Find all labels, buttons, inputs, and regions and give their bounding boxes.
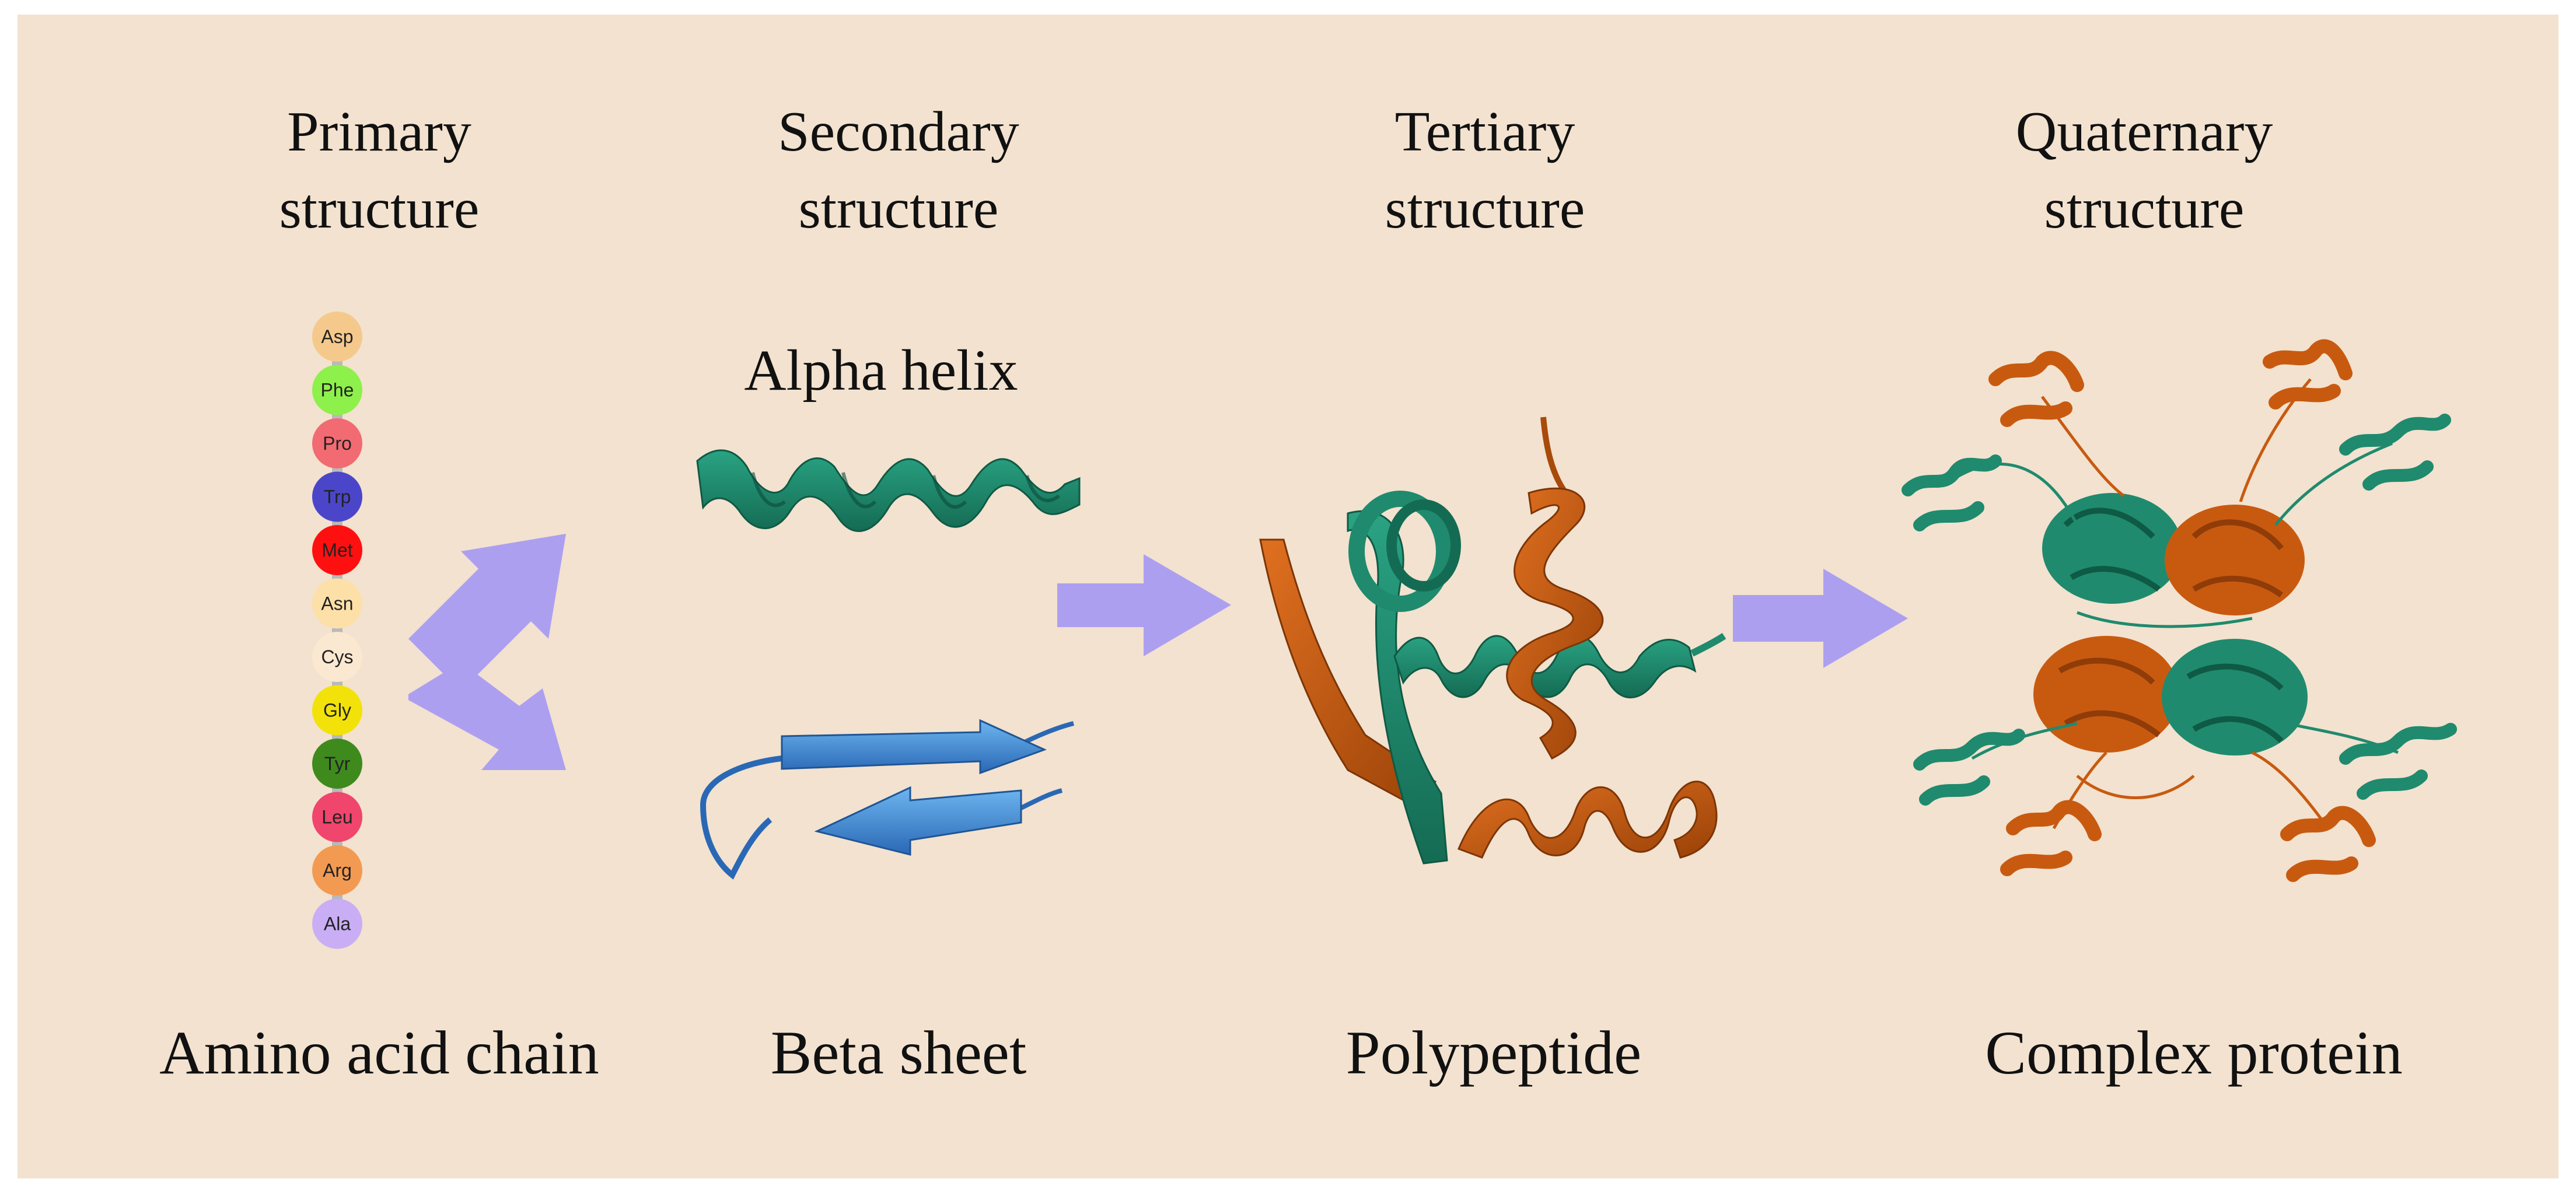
amino-acid-bead <box>312 525 362 575</box>
amino-acid-ala: Ala <box>312 898 362 949</box>
arrow-primary-to-alpha-helix <box>408 534 566 691</box>
tertiary-structure-protein <box>1259 417 1726 865</box>
heading-quaternary-line1: Quaternary <box>2015 100 2273 163</box>
arrow-primary-to-beta-sheet <box>408 662 566 770</box>
amino-acid-phe: Phe <box>312 365 362 415</box>
label-amino-acid-chain: Amino acid chain <box>159 1019 599 1087</box>
amino-acid-gly: Gly <box>312 685 362 736</box>
amino-acid-label: Tyr <box>324 753 351 774</box>
heading-primary-structure: Primary structure <box>233 93 525 247</box>
heading-secondary-structure: Secondary structure <box>723 93 1074 247</box>
amino-acid-label: Cys <box>321 646 353 667</box>
amino-acid-bead <box>312 632 362 682</box>
amino-acid-label: Trp <box>324 487 351 508</box>
complex-central-core <box>2033 493 2308 755</box>
amino-acid-label: Ala <box>324 914 351 935</box>
amino-acid-bead <box>312 312 362 362</box>
amino-acid-arg: Arg <box>312 845 362 895</box>
complex-orange-domains <box>1988 339 2376 882</box>
heading-tertiary-structure: Tertiary structure <box>1324 93 1645 247</box>
amino-acid-tyr: Tyr <box>312 739 362 789</box>
label-complex-protein: Complex protein <box>1985 1019 2403 1087</box>
amino-acid-bead <box>312 471 362 522</box>
amino-acid-label: Asp <box>321 326 353 347</box>
amino-acid-label: Leu <box>321 807 352 828</box>
amino-acid-label: Pro <box>323 433 352 454</box>
heading-tertiary-line1: Tertiary <box>1394 100 1575 163</box>
amino-acid-bead <box>312 578 362 629</box>
amino-acid-label: Gly <box>323 700 351 721</box>
amino-acid-bead <box>312 792 362 842</box>
amino-acid-met: Met <box>312 525 362 575</box>
heading-primary-line1: Primary <box>287 100 471 163</box>
label-beta-sheet: Beta sheet <box>770 1019 1027 1087</box>
alpha-helix-ribbon <box>696 449 1081 532</box>
amino-acid-asn: Asn <box>312 578 362 629</box>
label-alpha-helix: Alpha helix <box>744 338 1018 403</box>
amino-acid-bead <box>312 365 362 415</box>
label-polypeptide: Polypeptide <box>1345 1019 1642 1087</box>
amino-acid-bead <box>312 739 362 789</box>
amino-acid-label: Asn <box>321 593 353 614</box>
amino-acid-leu: Leu <box>312 792 362 842</box>
amino-acid-label: Met <box>321 540 352 561</box>
amino-acid-pro: Pro <box>312 418 362 468</box>
amino-acid-bead <box>312 418 362 468</box>
amino-acid-trp: Trp <box>312 471 362 522</box>
amino-acid-label: Phe <box>321 380 354 401</box>
complex-loops <box>1953 378 2399 830</box>
amino-acid-asp: Asp <box>312 312 362 362</box>
heading-tertiary-line2: structure <box>1385 177 1585 240</box>
heading-quaternary-line2: structure <box>2044 177 2245 240</box>
amino-acid-cys: Cys <box>312 632 362 682</box>
beta-sheet-ribbon <box>700 719 1074 880</box>
heading-secondary-line2: structure <box>798 177 999 240</box>
heading-quaternary-structure: Quaternary structure <box>1966 93 2322 247</box>
arrow-tertiary-to-quaternary <box>1733 569 1908 668</box>
amino-acid-bead <box>312 685 362 736</box>
amino-acid-label: Arg <box>323 860 352 881</box>
amino-acid-bead <box>312 898 362 949</box>
heading-secondary-line1: Secondary <box>778 100 1019 163</box>
quaternary-structure-complex <box>1902 339 2457 882</box>
arrow-secondary-to-tertiary <box>1057 554 1231 656</box>
amino-acid-bead <box>312 845 362 895</box>
heading-primary-line2: structure <box>279 177 480 240</box>
